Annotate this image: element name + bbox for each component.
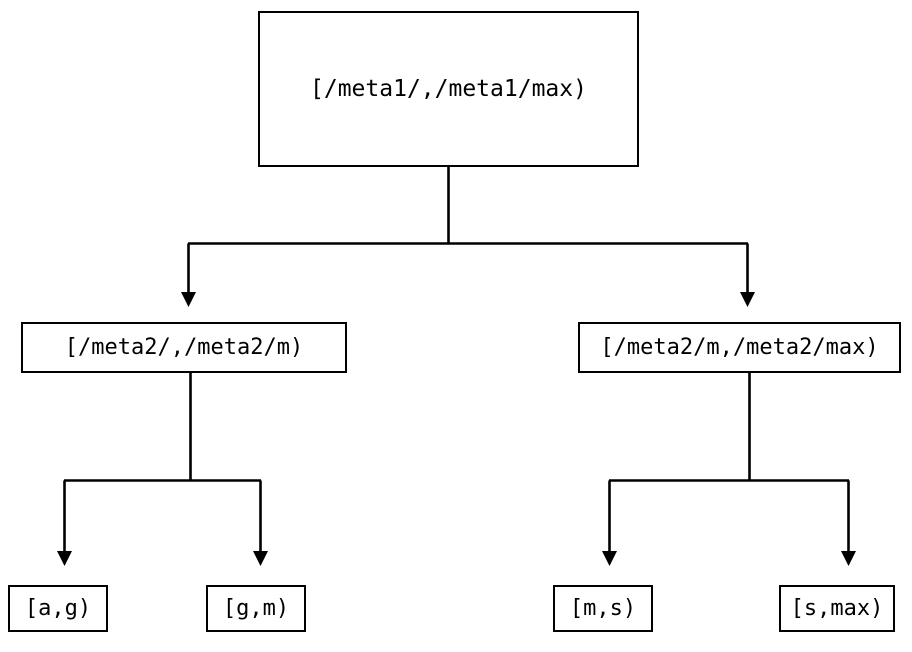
tree-node-leaf-ms[interactable]: [m,s) (553, 585, 653, 632)
tree-node-leaf-smax[interactable]: [s,max) (779, 585, 895, 632)
edge-meta2low-to-leaves (57, 373, 268, 566)
tree-node-leaf-ag-label: [a,g) (24, 595, 92, 621)
arrowhead-down-icon (841, 551, 856, 566)
tree-node-meta2-high[interactable]: [/meta2/m,/meta2/max) (578, 322, 901, 373)
tree-node-meta2-low-label: [/meta2/,/meta2/m) (64, 334, 304, 360)
arrowhead-down-icon (57, 551, 72, 566)
tree-node-leaf-gm-label: [g,m) (222, 595, 290, 621)
tree-node-leaf-ag[interactable]: [a,g) (8, 585, 108, 632)
tree-node-leaf-smax-label: [s,max) (790, 595, 884, 621)
tree-node-leaf-gm[interactable]: [g,m) (206, 585, 306, 632)
tree-node-root-label: [/meta1/,/meta1/max) (310, 75, 587, 102)
arrowhead-down-icon (253, 551, 268, 566)
arrowhead-down-icon (602, 551, 617, 566)
arrowhead-down-icon (181, 292, 196, 307)
arrowhead-down-icon (740, 292, 755, 307)
tree-node-meta2-low[interactable]: [/meta2/,/meta2/m) (21, 322, 347, 373)
edge-meta2high-to-leaves (602, 373, 856, 566)
tree-node-leaf-ms-label: [m,s) (569, 595, 637, 621)
tree-node-root[interactable]: [/meta1/,/meta1/max) (258, 11, 639, 167)
edge-root-to-level2 (181, 167, 755, 307)
tree-node-meta2-high-label: [/meta2/m,/meta2/max) (600, 334, 879, 360)
